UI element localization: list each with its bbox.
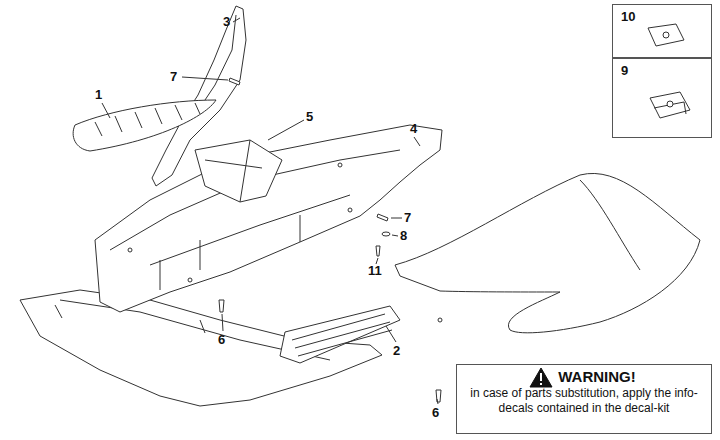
warning-icon — [530, 368, 552, 387]
mat-2 — [280, 306, 400, 363]
mat-1 — [95, 103, 200, 136]
clip — [650, 92, 690, 118]
callout-number: 8 — [400, 228, 407, 243]
clip — [648, 24, 690, 118]
mat-2 — [280, 306, 400, 363]
clip — [654, 102, 686, 114]
floor-frame — [160, 215, 300, 290]
warning-icon — [530, 368, 552, 387]
callout-number: 4 — [410, 121, 417, 136]
part-box: 9 — [612, 58, 712, 138]
warning-box: WARNING!in case of parts substitution, a… — [456, 364, 712, 434]
clip — [667, 101, 673, 107]
callout-number: 7 — [170, 69, 177, 84]
mat-1 — [73, 100, 216, 151]
callout-number: 10 — [621, 9, 703, 24]
fasteners — [219, 300, 224, 312]
leader-line — [268, 120, 304, 140]
fasteners — [382, 232, 390, 236]
callout-number: 11 — [368, 263, 382, 278]
leader-line — [391, 218, 402, 219]
leader-line — [437, 399, 438, 404]
leg-shield — [438, 318, 442, 322]
mat-2 — [292, 314, 392, 356]
leader-line — [102, 103, 110, 118]
clip — [648, 24, 684, 46]
fasteners — [377, 214, 388, 221]
leader-line — [233, 18, 240, 22]
duct-5 — [205, 140, 262, 202]
fasteners — [229, 78, 240, 85]
leader-line — [392, 235, 398, 236]
callout-number: 1 — [95, 87, 102, 102]
fasteners — [376, 246, 380, 256]
leg-shield — [580, 180, 640, 270]
callout-number: 3 — [223, 14, 230, 29]
floor-frame — [188, 278, 192, 282]
warning-note: in case of parts substitution, apply the… — [463, 386, 705, 416]
left-side-panel — [55, 300, 302, 357]
callout-number: 6 — [432, 405, 439, 420]
duct-5 — [195, 140, 282, 202]
fasteners — [219, 78, 441, 402]
clip — [663, 32, 669, 38]
floor-frame — [95, 125, 442, 312]
mat-1 — [73, 100, 216, 151]
leader-line — [102, 18, 438, 404]
callout-number: 7 — [404, 210, 411, 225]
warning-icon — [540, 373, 542, 381]
leader-line — [386, 326, 396, 342]
leader-line — [222, 314, 223, 331]
leader-line — [414, 137, 420, 146]
floor-frame — [348, 208, 352, 212]
floor-frame — [95, 125, 442, 312]
callout-number: 5 — [306, 109, 313, 124]
warning-heading: WARNING! — [463, 368, 705, 386]
callout-number: 9 — [621, 63, 703, 78]
callout-number: 6 — [218, 332, 225, 347]
part-box: 10 — [612, 4, 712, 58]
duct-5 — [195, 140, 282, 202]
leg-shield — [395, 173, 700, 332]
floor-frame — [128, 248, 132, 252]
leader-line — [182, 77, 228, 80]
leg-shield — [395, 173, 700, 332]
floor-frame — [338, 163, 342, 167]
warning-icon — [540, 383, 542, 385]
floor-frame — [150, 195, 350, 265]
callout-number: 2 — [393, 343, 400, 358]
